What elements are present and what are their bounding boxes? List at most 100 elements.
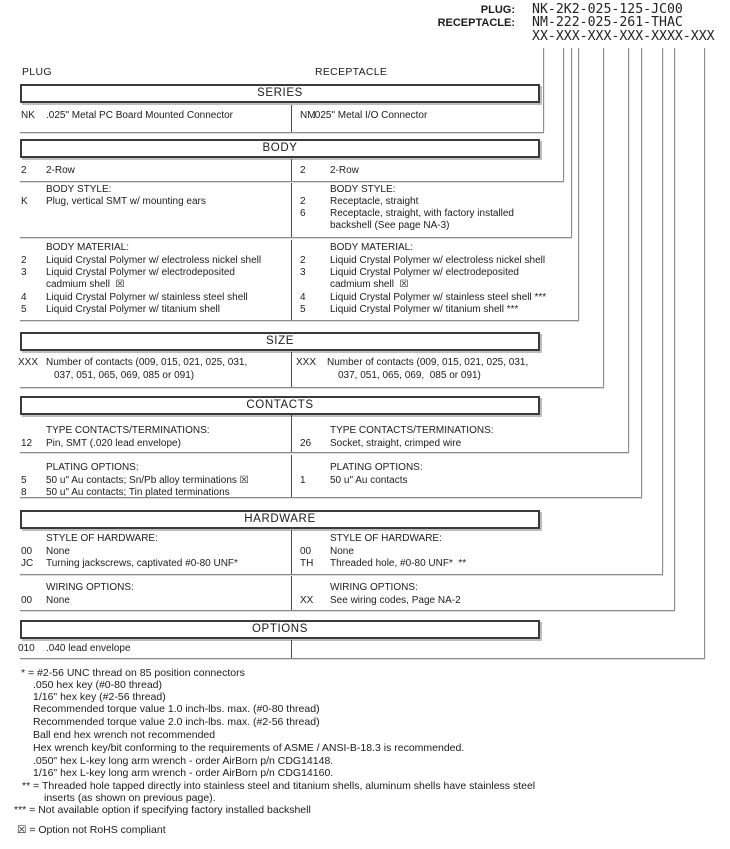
column-divider-wiring (291, 576, 292, 610)
size-plug-line1: Number of contacts (009, 015, 021, 025, … (46, 357, 248, 368)
connector-line-hardware-style-h (20, 574, 663, 575)
receptacle-number-label: RECEPTACLE: (437, 17, 515, 29)
footnote-line-8: 1/16" hex L-key long arm wrench - order … (33, 767, 334, 779)
body-material-rec-code-3: 4 (300, 292, 306, 303)
connector-line-wiring-v (674, 48, 675, 610)
body-material-rec-code-4: 5 (300, 304, 306, 315)
hardware-style-label-rec: STYLE OF HARDWARE: (330, 533, 442, 544)
footnote-line-5: Ball end hex wrench not recommended (33, 729, 216, 741)
hardware-style-rec-text-0: None (330, 546, 354, 557)
body-row-rec-code: 2 (300, 165, 306, 176)
contacts-type-plug-text: Pin, SMT (.020 lead envelope) (46, 438, 181, 449)
rohs-legend: ☒ = Option not RoHS compliant (17, 824, 166, 836)
size-plug-line2: 037, 051, 065, 069, 085 or 091) (54, 370, 195, 381)
series-plug-text: .025" Metal PC Board Mounted Connector (46, 110, 233, 121)
body-material-rec-text-2: cadmium shell ☒ (330, 279, 409, 290)
size-rec-line1: Number of contacts (009, 015, 021, 025, … (327, 357, 529, 368)
hardware-style-plug-code-0: 00 (21, 546, 33, 557)
plating-plug-text-0: 50 u" Au contacts; Sn/Pb alloy terminati… (46, 475, 249, 486)
wiring-rec-text: See wiring codes, Page NA-2 (330, 595, 461, 606)
plating-rec-text: 50 u" Au contacts (330, 475, 408, 486)
column-divider-body-row (291, 159, 292, 181)
plating-rec-code: 1 (300, 475, 306, 486)
hardware-style-rec-code-0: 00 (300, 546, 312, 557)
connector-line-size-v (603, 48, 604, 387)
plug-number-value: NK-2K2-025-125-JC00 (532, 2, 683, 17)
body-style-label-rec: BODY STYLE: (330, 184, 396, 195)
body-material-rec-text-3: Liquid Crystal Polymer w/ stainless stee… (330, 292, 547, 303)
footnote-line-6: Hex wrench key/bit conforming to the req… (33, 742, 465, 754)
connector-line-plating-h (20, 497, 642, 498)
hardware-style-label-plug: STYLE OF HARDWARE: (46, 533, 158, 544)
connector-line-body-row-v (563, 48, 564, 181)
body-material-plug-code-4: 5 (21, 304, 27, 315)
body-row-plug-text: 2-Row (46, 165, 75, 176)
plating-plug-code-0: 5 (21, 475, 27, 486)
connector-line-options-v (704, 48, 705, 658)
body-row-rec-text: 2-Row (330, 165, 359, 176)
footnote-line-0: * = #2-56 UNC thread on 85 position conn… (21, 667, 245, 679)
body-material-plug-text-4: Liquid Crystal Polymer w/ titanium shell (46, 304, 220, 315)
column-divider-body-material (291, 240, 292, 320)
plating-label-plug: PLATING OPTIONS: (46, 462, 139, 473)
wiring-rec-code: XX (300, 595, 314, 606)
section-header-series: SERIES (20, 84, 540, 103)
body-style-rec-text-0: Receptacle, straight (330, 196, 419, 207)
contacts-type-plug-code: 12 (21, 438, 33, 449)
connector-line-contacts-type-v (628, 48, 629, 452)
contacts-type-label-plug: TYPE CONTACTS/TERMINATIONS: (46, 425, 210, 436)
body-material-plug-code-3: 4 (21, 292, 27, 303)
body-material-plug-code-0: 2 (21, 255, 27, 266)
series-rec-code: NM (300, 110, 316, 121)
connector-line-plating-v (641, 48, 642, 497)
body-material-plug-text-1: Liquid Crystal Polymer w/ electrodeposit… (46, 267, 235, 278)
body-material-rec-text-0: Liquid Crystal Polymer w/ electroless ni… (330, 255, 546, 266)
body-style-label-plug: BODY STYLE: (46, 184, 112, 195)
footnote-line-7: .050" hex L-key long arm wrench - order … (33, 755, 334, 767)
column-divider-options (291, 640, 292, 658)
body-material-label-rec: BODY MATERIAL: (330, 242, 413, 253)
section-header-options: OPTIONS (20, 620, 540, 639)
hardware-style-rec-text-1: Threaded hole, #0-80 UNF* ** (330, 558, 467, 569)
footnote-line-4: Recommended torque value 2.0 inch-lbs. m… (33, 716, 320, 728)
size-rec-line2: 037, 051, 065, 069, 085 or 091) (338, 370, 481, 381)
connector-line-body-material-v (578, 48, 579, 320)
column-divider-hardware-style (291, 530, 292, 574)
section-header-hardware: HARDWARE (20, 510, 540, 529)
body-style-plug-text: Plug, vertical SMT w/ mounting ears (46, 196, 206, 207)
hardware-style-plug-code-1: JC (21, 558, 34, 569)
hardware-style-rec-code-1: TH (300, 558, 314, 569)
connector-line-wiring-h (20, 610, 675, 611)
body-material-plug-text-0: Liquid Crystal Polymer w/ electroless ni… (46, 255, 262, 266)
column-divider-size (291, 352, 292, 387)
body-material-plug-code-1: 3 (21, 267, 27, 278)
body-material-rec-code-0: 2 (300, 255, 306, 266)
footnote-line-11: *** = Not available option if specifying… (14, 804, 311, 816)
body-material-plug-text-2: cadmium shell ☒ (46, 279, 125, 290)
body-style-plug-code: K (21, 196, 28, 207)
plating-label-rec: PLATING OPTIONS: (330, 462, 423, 473)
connector-line-hardware-style-v (662, 48, 663, 574)
contacts-type-rec-code: 26 (300, 438, 312, 449)
hardware-style-plug-text-0: None (46, 546, 70, 557)
contacts-type-rec-text: Socket, straight, crimped wire (330, 438, 462, 449)
section-header-size: SIZE (20, 332, 540, 351)
body-material-plug-text-3: Liquid Crystal Polymer w/ stainless stee… (46, 292, 248, 303)
footnote-line-3: Recommended torque value 1.0 inch-lbs. m… (33, 703, 320, 715)
connector-line-series-v (543, 48, 544, 132)
wiring-label-rec: WIRING OPTIONS: (330, 582, 418, 593)
body-style-rec-code-1: 6 (300, 208, 306, 219)
body-material-rec-code-1: 3 (300, 267, 306, 278)
connector-line-body-material-h (20, 320, 579, 321)
footnote-line-10: inserts (as shown on previous page). (44, 792, 216, 804)
body-style-rec-text-2: backshell (See page NA-3) (330, 220, 450, 231)
column-divider-body-style (291, 183, 292, 237)
contacts-type-label-rec: TYPE CONTACTS/TERMINATIONS: (330, 425, 494, 436)
plating-plug-text-1: 50 u" Au contacts; Tin plated terminatio… (46, 487, 230, 498)
body-material-label-plug: BODY MATERIAL: (46, 242, 129, 253)
connector-line-contacts-type-h (20, 452, 629, 453)
body-material-rec-text-1: Liquid Crystal Polymer w/ electrodeposit… (330, 267, 519, 278)
receptacle-number-value: NM-222-025-261-THAC (532, 15, 683, 30)
footnote-line-1: .050 hex key (#0-80 thread) (33, 679, 162, 691)
